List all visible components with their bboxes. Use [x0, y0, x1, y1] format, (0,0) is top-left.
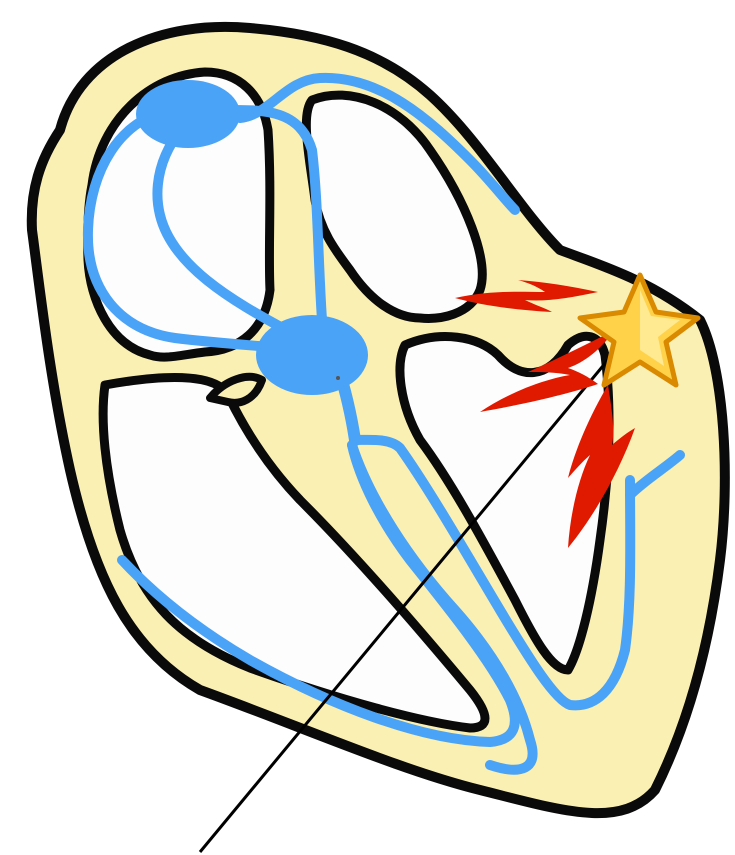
- dot-mark: [336, 376, 340, 380]
- av-node-icon: [256, 315, 368, 395]
- sa-node-icon: [136, 80, 240, 148]
